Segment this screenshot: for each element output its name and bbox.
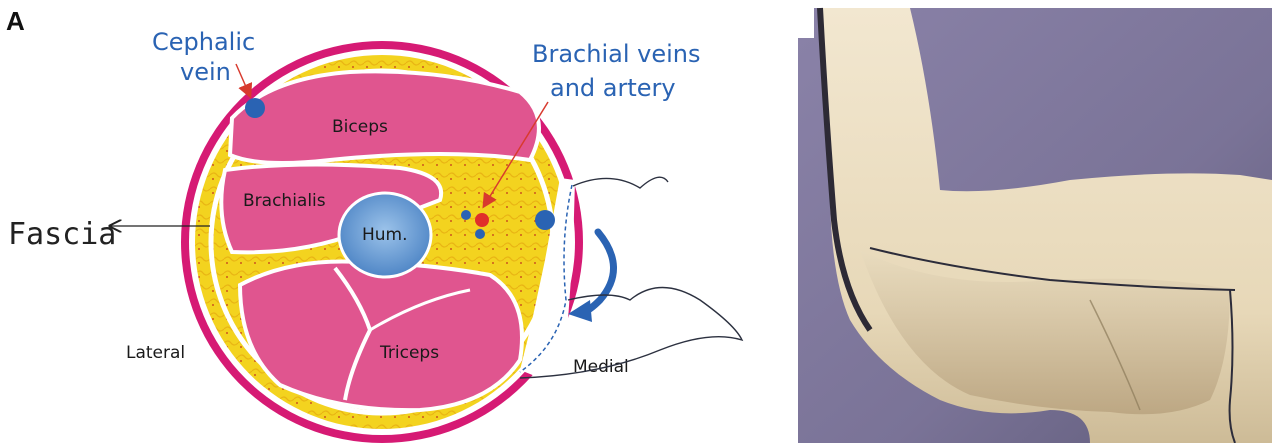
brachial-vein-1 <box>461 210 471 220</box>
lateral-label: Lateral <box>126 343 185 363</box>
triceps-muscle <box>240 261 522 410</box>
cephalic-pointer-arrow <box>236 64 250 96</box>
brachial-label-line1: Brachial veins <box>532 40 700 68</box>
panel-a-label: A <box>6 6 25 36</box>
biceps-label: Biceps <box>332 117 388 137</box>
panel-b-photo: B <box>790 0 1272 443</box>
fascia-label: Fascia <box>8 217 116 252</box>
arm-photo-illustration: B <box>790 0 1272 443</box>
cephalic-vein <box>245 98 265 118</box>
basilic-vein <box>535 210 555 230</box>
cephalic-label-line1: Cephalic <box>152 28 255 56</box>
triceps-label: Triceps <box>379 343 439 363</box>
skin-flap-upper-outline <box>573 177 668 188</box>
humerus-label: Hum. <box>362 225 408 245</box>
brachialis-label: Brachialis <box>243 191 326 211</box>
medial-label: Medial <box>573 357 629 377</box>
rotation-arrow <box>584 232 614 312</box>
brachial-label-line2: and artery <box>550 74 676 102</box>
brachial-vein-2 <box>475 229 485 239</box>
cross-section-diagram: A Biceps Brachialis Hum. Triceps <box>0 0 790 443</box>
panel-a-cross-section: A Biceps Brachialis Hum. Triceps <box>0 0 790 443</box>
cephalic-label-line2: vein <box>180 58 231 86</box>
brachial-artery <box>475 213 489 227</box>
